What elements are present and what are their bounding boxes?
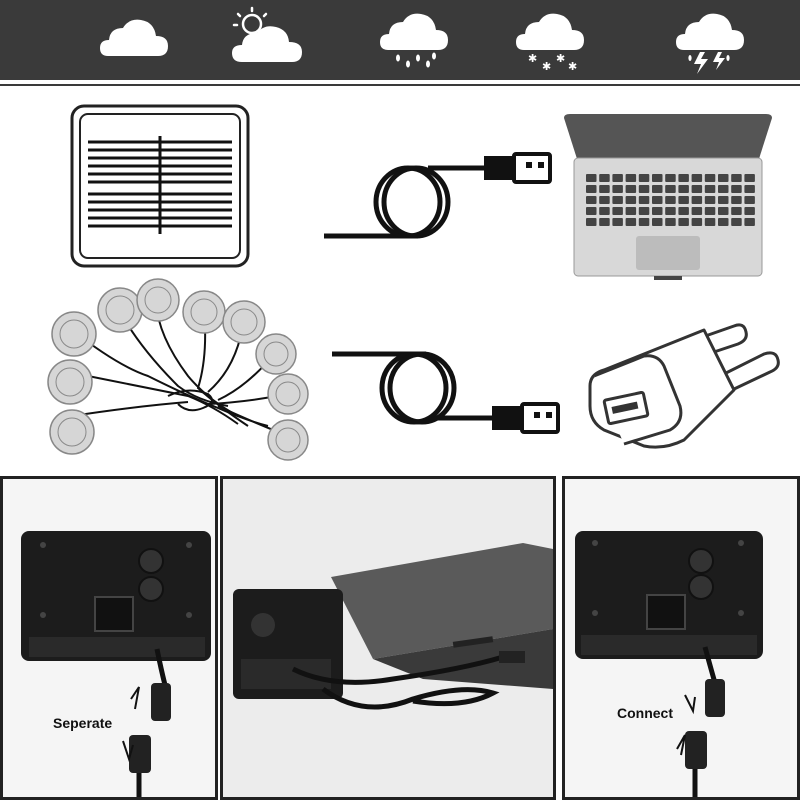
svg-text:✱: ✱: [542, 60, 551, 73]
keyboard-key: [612, 207, 623, 215]
divider: [0, 84, 800, 86]
keyboard-key: [599, 218, 610, 226]
keyboard-key: [638, 196, 650, 204]
keyboard-key: [612, 218, 623, 226]
keyboard-key: [652, 185, 663, 193]
keyboard-key: [638, 174, 650, 182]
keyboard-key: [691, 218, 703, 226]
keyboard-key: [691, 174, 703, 182]
keyboard-key: [718, 218, 729, 226]
weather-bar: ✱✱ ✱✱: [0, 0, 800, 80]
solar-box-image: [3, 479, 215, 797]
keyboard-key: [625, 218, 637, 226]
keyboard-key: [704, 196, 716, 204]
keyboard-key: [665, 174, 676, 182]
keyboard-key: [744, 207, 755, 215]
keyboard-key: [652, 196, 663, 204]
laptop-icon: [564, 114, 772, 280]
keyboard-key: [599, 185, 610, 193]
laptop-charging-image: [223, 479, 553, 797]
keyboard-key: [731, 196, 742, 204]
solar-panel-icon: [70, 104, 250, 268]
keyboard-key: [612, 185, 623, 193]
keyboard-key: [744, 174, 755, 182]
keyboard-key: [638, 185, 650, 193]
string-lights-icon: [47, 278, 309, 461]
keyboard-key: [599, 207, 610, 215]
keyboard-key: [665, 185, 676, 193]
keyboard-key: [678, 185, 689, 193]
keyboard-key: [691, 207, 703, 215]
keyboard-key: [625, 185, 637, 193]
keyboard-key: [638, 207, 650, 215]
usb-wall-charger-icon: [588, 323, 780, 449]
keyboard-key: [612, 174, 623, 182]
snow-icon: ✱✱ ✱✱: [516, 13, 584, 73]
caption-connect: Connect: [617, 705, 673, 721]
keyboard-key: [638, 218, 650, 226]
keyboard-key: [678, 218, 689, 226]
keyboard-key: [612, 196, 623, 204]
keyboard-key: [599, 174, 610, 182]
keyboard-key: [678, 207, 689, 215]
caption-separate: Seperate: [53, 715, 113, 731]
keyboard-key: [665, 207, 676, 215]
keyboard-key: [586, 174, 597, 182]
keyboard-key: [625, 174, 637, 182]
keyboard-key: [731, 174, 742, 182]
keyboard-key: [652, 174, 663, 182]
cloudy-icon: [100, 19, 168, 56]
keyboard-key: [718, 185, 729, 193]
keyboard-key: [678, 196, 689, 204]
keyboard-key: [586, 196, 597, 204]
keyboard-key: [665, 196, 676, 204]
keyboard-key: [691, 196, 703, 204]
photo-laptop-charging: [220, 476, 556, 800]
photo-separate-connector: Seperate: [0, 476, 218, 800]
keyboard-key: [665, 218, 676, 226]
keyboard-key: [744, 218, 755, 226]
keyboard-key: [586, 185, 597, 193]
svg-text:✱: ✱: [568, 60, 577, 73]
keyboard-key: [744, 185, 755, 193]
keyboard-key: [652, 218, 663, 226]
keyboard-key: [718, 207, 729, 215]
keyboard-key: [718, 196, 729, 204]
photo-connect-connector: Connect: [562, 476, 800, 800]
keyboard-key: [625, 207, 637, 215]
keyboard-key: [704, 218, 716, 226]
keyboard-key: [744, 196, 755, 204]
svg-text:✱: ✱: [528, 52, 537, 65]
usb-cable-icon: [332, 351, 560, 434]
keyboard-key: [599, 196, 610, 204]
keyboard-key: [718, 174, 729, 182]
keyboard-key: [691, 185, 703, 193]
keyboard-key: [678, 174, 689, 182]
keyboard-key: [704, 185, 716, 193]
keyboard-key: [586, 207, 597, 215]
keyboard-key: [652, 207, 663, 215]
keyboard-key: [704, 174, 716, 182]
keyboard-key: [625, 196, 637, 204]
svg-text:✱: ✱: [556, 52, 565, 65]
keyboard-key: [731, 207, 742, 215]
solar-box-image: [565, 479, 797, 797]
thunderstorm-icon: [676, 13, 744, 74]
keyboard-key: [731, 218, 742, 226]
usb-cable-icon: [324, 152, 552, 239]
rain-icon: [380, 13, 448, 68]
keyboard-key: [586, 218, 597, 226]
keyboard-key: [704, 207, 716, 215]
keyboard-key: [731, 185, 742, 193]
partly-sunny-icon: [232, 6, 302, 62]
